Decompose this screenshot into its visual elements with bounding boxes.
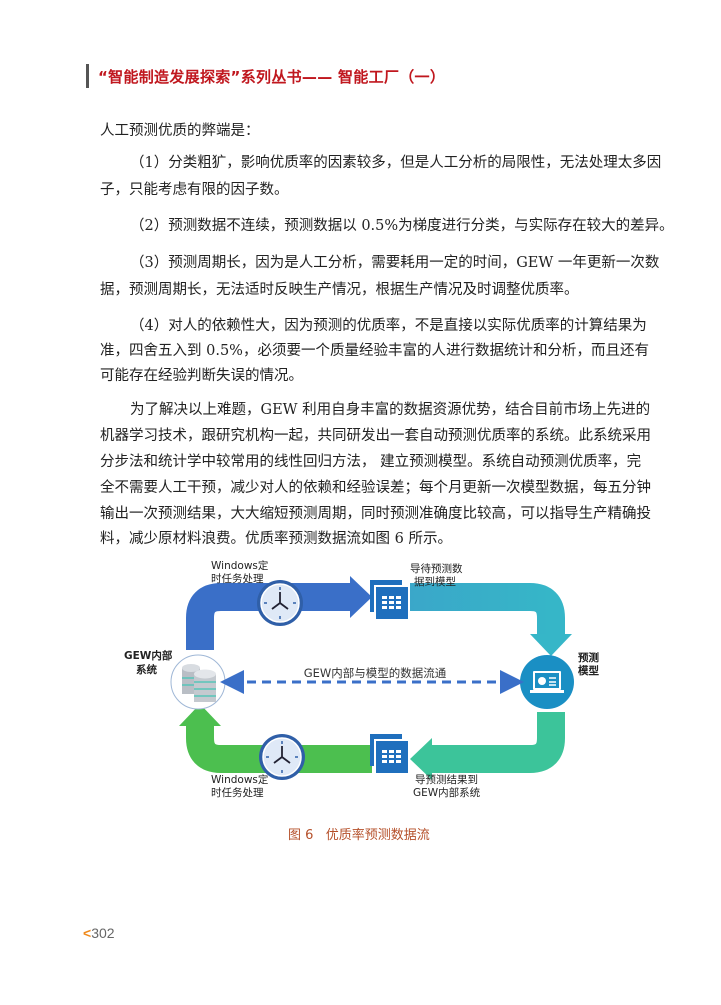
top-export-label: 据到模型 bbox=[414, 575, 456, 588]
bottom-task-label: 时任务处理 bbox=[211, 786, 264, 799]
page-prefix-chevron: < bbox=[83, 925, 92, 941]
top-export-label: 导待预测数 bbox=[410, 562, 463, 575]
bottom-task-label: Windows定 bbox=[211, 773, 269, 786]
figure-caption: 图 6 优质率预测数据流 bbox=[288, 828, 430, 843]
database-icon bbox=[170, 654, 226, 710]
paragraph-5-line: 料，减少原材料浪费。优质率预测数据流如图 6 所示。 bbox=[100, 531, 452, 547]
right-node-label: 预测 bbox=[578, 651, 599, 664]
left-node-label: 系统 bbox=[136, 663, 157, 676]
paragraph-5-line: 分步法和统计学中较常用的线性回归方法， 建立预测模型。系统自动预测优质率，完 bbox=[100, 454, 642, 470]
prediction-model-icon bbox=[520, 655, 574, 709]
paragraph-1-line: 子，只能考虑有限的因子数。 bbox=[100, 182, 289, 198]
bottom-right-flow-arrow bbox=[410, 712, 565, 780]
bottom-left-flow-arrow bbox=[179, 704, 372, 773]
paragraph-3-line: （3）预测周期长，因为是人工分析，需要耗用一定的时间，GEW 一年更新一次数 bbox=[130, 255, 660, 271]
page-number: <302 bbox=[83, 925, 115, 941]
paragraph-5-line: 机器学习技术，跟研究机构一起，共同研发出一套自动预测优质率的系统。此系统采用 bbox=[100, 428, 651, 444]
top-task-label: Windows定 bbox=[211, 559, 269, 572]
clock-icon bbox=[257, 580, 303, 626]
bottom-export-label: 导预测结果到 bbox=[415, 773, 478, 786]
paragraph-5-line: 输出一次预测结果，大大缩短预测周期，同时预测准确度比较高，可以指导生产精确投 bbox=[100, 506, 651, 522]
top-flow-arrow bbox=[186, 576, 372, 650]
table-document-icon bbox=[370, 734, 408, 773]
clock-icon bbox=[259, 734, 305, 780]
top-task-label: 时任务处理 bbox=[211, 572, 264, 585]
paragraph-4-line: 可能存在经验判断失误的情况。 bbox=[100, 368, 303, 384]
paragraph-5-line: 为了解决以上难题，GEW 利用自身丰富的数据资源优势，结合目前市场上先进的 bbox=[130, 402, 651, 418]
paragraph-1-line: （1）分类粗犷，影响优质率的因素较多，但是人工分析的局限性，无法处理太多因 bbox=[130, 155, 662, 171]
left-node-label: GEW内部 bbox=[124, 649, 173, 662]
paragraph-2-line: （2）预测数据不连续，预测数据以 0.5%为梯度进行分类，与实际存在较大的差异。 bbox=[130, 218, 674, 234]
paragraph-3-line: 据，预测周期长，无法适时反映生产情况，根据生产情况及时调整优质率。 bbox=[100, 282, 579, 298]
paragraph-4-line: 准，四舍五入到 0.5%，必须要一个质量经验丰富的人进行数据统计和分析，而且还有 bbox=[100, 343, 649, 359]
table-document-icon bbox=[370, 580, 408, 619]
page-number-value: 302 bbox=[91, 925, 115, 941]
intro-text: 人工预测优质的弊端是： bbox=[100, 123, 260, 139]
paragraph-4-line: （4）对人的依赖性大，因为预测的优质率，不是直接以实际优质率的计算结果为 bbox=[130, 318, 647, 334]
center-flow-label: GEW内部与模型的数据流通 bbox=[304, 666, 447, 680]
right-flow-arrow bbox=[410, 583, 572, 656]
running-header: “智能制造发展探索”系列丛书—— 智能工厂（一） bbox=[98, 68, 446, 86]
header-rule bbox=[86, 64, 89, 88]
bottom-export-label: GEW内部系统 bbox=[413, 786, 481, 799]
right-node-label: 模型 bbox=[578, 664, 599, 677]
paragraph-5-line: 全不需要人工干预，减少对人的依赖和经验误差；每个月更新一次模型数据，每五分钟 bbox=[100, 480, 651, 496]
